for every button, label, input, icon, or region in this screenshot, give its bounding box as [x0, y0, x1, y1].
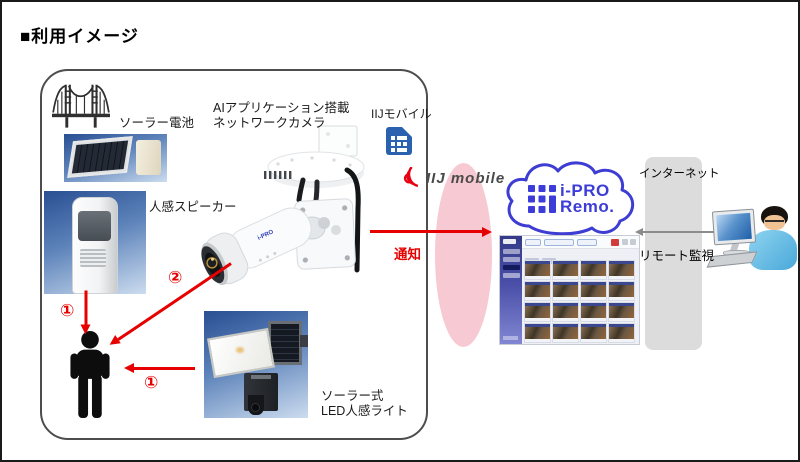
bridge-icon — [52, 84, 110, 128]
camera-thumbnail-grid — [524, 260, 638, 343]
app-sidebar-menu-item — [502, 265, 520, 270]
led-sensor-lens — [251, 403, 260, 412]
sim-label: IIJモバイル — [371, 107, 432, 121]
carrier-logo-text: IIJ mobile — [426, 169, 506, 187]
app-sidebar-menu-item — [502, 257, 520, 262]
camera-thumbnail — [552, 260, 579, 280]
led-flood-panel — [206, 327, 276, 379]
camera-thumbnail — [524, 281, 551, 301]
app-toolbar-icon — [622, 239, 628, 245]
camera-thumbnail — [608, 281, 635, 301]
camera-label: AIアプリケーション搭載 ネットワークカメラ — [213, 101, 350, 130]
camera-thumbnail — [580, 281, 607, 301]
keyboard — [706, 251, 758, 268]
solar-panel — [67, 136, 133, 178]
mobile-coverage-ellipse — [435, 163, 492, 347]
person-icon — [70, 330, 110, 419]
speaker-grille — [80, 249, 106, 267]
app-sidebar-footer — [503, 336, 518, 340]
operator-at-pc-icon — [706, 206, 798, 270]
operator-face — [764, 215, 785, 230]
app-toolbar-control — [544, 239, 574, 246]
app-toolbar — [522, 236, 639, 249]
notification-label: 通知 — [394, 247, 421, 262]
app-sidebar-menu-item — [502, 273, 520, 278]
app-filter-bar — [525, 251, 559, 264]
solar-battery-label: ソーラー電池 — [119, 116, 195, 130]
internet-bar — [645, 157, 702, 350]
speaker-to-person-arrow — [84, 290, 88, 325]
cloud-icon — [506, 161, 635, 236]
light-to-person-arrow — [134, 367, 195, 370]
camera-thumbnail — [524, 323, 551, 343]
camera-thumbnail — [524, 302, 551, 322]
step-number-light: ① — [144, 373, 159, 393]
camera-thumbnail — [524, 260, 551, 280]
camera-thumbnail — [580, 260, 607, 280]
camera-thumbnail — [608, 260, 635, 280]
led-body-band — [251, 375, 271, 379]
operator-body — [749, 230, 797, 270]
camera-thumbnail — [608, 323, 635, 343]
operator-glasses — [765, 220, 784, 224]
camera-thumbnail — [580, 323, 607, 343]
app-sidebar-menu-item — [502, 249, 520, 254]
notification-arrow — [370, 230, 482, 233]
app-toolbar-icon — [630, 239, 636, 245]
app-toolbar-control — [525, 239, 541, 246]
desktop-monitor — [711, 208, 757, 246]
carrier-logo: IIJ mobile — [398, 167, 505, 189]
camera-thumbnail — [552, 281, 579, 301]
ipro-remo-app-screenshot — [499, 235, 640, 345]
solar-battery-photo — [64, 134, 167, 182]
remote-monitoring-label: リモート監視 — [639, 249, 715, 263]
step-number-speaker: ① — [60, 301, 75, 321]
led-light-label: ソーラー式 LED人感ライト — [321, 389, 408, 418]
app-alert-icon — [611, 239, 619, 246]
app-sidebar-logo — [503, 239, 516, 244]
camera-thumbnail — [580, 302, 607, 322]
step-number-camera: ② — [168, 268, 183, 288]
app-sidebar-menu — [500, 249, 522, 278]
ipro-logo-mark — [528, 185, 556, 213]
cloud-service-name: i-PRO Remo. — [560, 181, 615, 216]
internet-label: インターネット — [639, 168, 720, 180]
speaker-photo — [44, 191, 146, 294]
led-solar-mount — [300, 335, 308, 347]
speaker-label: 人感スピーカー — [149, 200, 237, 214]
led-light-photo — [204, 311, 308, 418]
sim-card-icon — [386, 127, 412, 155]
led-glow — [236, 347, 244, 353]
app-sidebar — [500, 236, 522, 344]
page-title: ■利用イメージ — [20, 27, 139, 46]
camera-thumbnail — [552, 323, 579, 343]
speaker-sensor-window — [78, 211, 111, 241]
remote-access-arrow — [643, 231, 714, 233]
camera-thumbnail — [608, 302, 635, 322]
radio-wave-icon — [403, 167, 419, 188]
app-toolbar-control — [577, 239, 597, 246]
battery-box — [136, 140, 161, 175]
camera-thumbnail — [552, 302, 579, 322]
